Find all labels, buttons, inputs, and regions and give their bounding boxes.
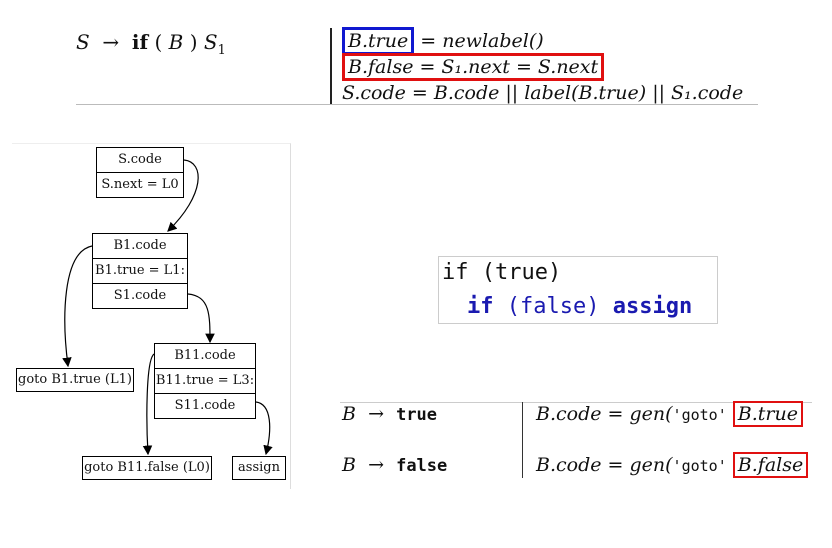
keyword-true: true — [396, 405, 438, 425]
nonterminal-s1: S — [203, 30, 218, 54]
arrow: → — [102, 30, 120, 54]
edge-s1-to-b11 — [187, 293, 215, 344]
code-line-1: if (true) — [442, 260, 562, 285]
node-b1: B1.code B1.true = L1: S1.code — [92, 233, 188, 309]
edge-b11-to-goto-false — [142, 353, 155, 456]
rule-underline — [76, 104, 758, 105]
code-concat-rule: S.code = B.code || label(B.true) || S₁.c… — [342, 82, 744, 104]
rule-divider — [330, 28, 332, 104]
node-b1-true: B1.true = L1: — [93, 259, 187, 284]
bottom-rule-divider — [522, 402, 523, 478]
code-assign: assign — [612, 294, 693, 319]
semantic-rule-1: B.true = newlabel() — [342, 27, 544, 55]
tree-diagram-frame — [12, 143, 291, 489]
code-if-keyword: if — [467, 294, 494, 319]
rparen: ) — [189, 30, 198, 54]
leaf-goto-b11-false: goto B11.false (L0) — [82, 456, 212, 480]
keyword-false: false — [396, 456, 448, 476]
goto-string: 'goto' — [672, 457, 727, 475]
arrow: → — [368, 403, 384, 425]
b-false-highlight: B.false = S₁.next = S.next — [342, 53, 605, 81]
b-false-box: B.false — [732, 452, 809, 478]
nonterminal-b: B — [168, 30, 184, 54]
newlabel-call: = newlabel() — [414, 30, 544, 52]
node-s-next: S.next = L0 — [101, 177, 179, 192]
lhs-b: B — [342, 454, 356, 476]
gen-call: B.code = gen( — [536, 403, 673, 425]
edge-b1-to-goto — [62, 245, 93, 368]
leaf-assign: assign — [232, 456, 286, 480]
node-s1-code: S1.code — [113, 288, 167, 303]
node-b11: B11.code B11.true = L3: S11.code — [154, 343, 256, 419]
keyword-if: if — [131, 30, 149, 54]
edge-root-to-b1 — [167, 159, 199, 232]
leaf-goto-b1-true: goto B1.true (L1) — [16, 368, 134, 392]
code-line-2: if (false) assign — [467, 294, 692, 319]
lparen: ( — [154, 30, 163, 54]
s1-subscript: 1 — [217, 43, 226, 58]
bottom-rule-false-action: B.code = gen('goto' B.false — [536, 452, 809, 478]
node-b11-true: B11.true = L3: — [155, 369, 255, 394]
semantic-rule-2: B.false = S₁.next = S.next — [342, 53, 605, 81]
goto-string: 'goto' — [672, 406, 727, 424]
gen-call: B.code = gen( — [536, 454, 673, 476]
arrow: → — [368, 454, 384, 476]
bottom-rule-true-action: B.code = gen('goto' B.true — [536, 401, 803, 427]
production-head: S → if ( B ) S1 — [76, 30, 226, 58]
edge-s11-to-assign — [255, 401, 273, 456]
bottom-rule-false-head: B → false — [342, 454, 447, 476]
node-s: S.code S.next = L0 — [96, 147, 184, 198]
b-true-highlight: B.true — [342, 27, 415, 55]
b-true-box: B.true — [732, 401, 803, 427]
node-s-code: S.code — [97, 148, 183, 173]
code-condition: (false) — [493, 294, 613, 319]
node-b11-code: B11.code — [155, 344, 255, 369]
node-s11-code: S11.code — [174, 398, 236, 413]
bottom-rules-frame — [340, 402, 812, 481]
bottom-rule-true-head: B → true — [342, 403, 437, 425]
code-sample-box — [438, 256, 718, 324]
semantic-rule-3: S.code = B.code || label(B.true) || S₁.c… — [342, 82, 743, 104]
nonterminal-s: S — [76, 30, 90, 54]
node-b1-code: B1.code — [93, 234, 187, 259]
lhs-b: B — [342, 403, 356, 425]
